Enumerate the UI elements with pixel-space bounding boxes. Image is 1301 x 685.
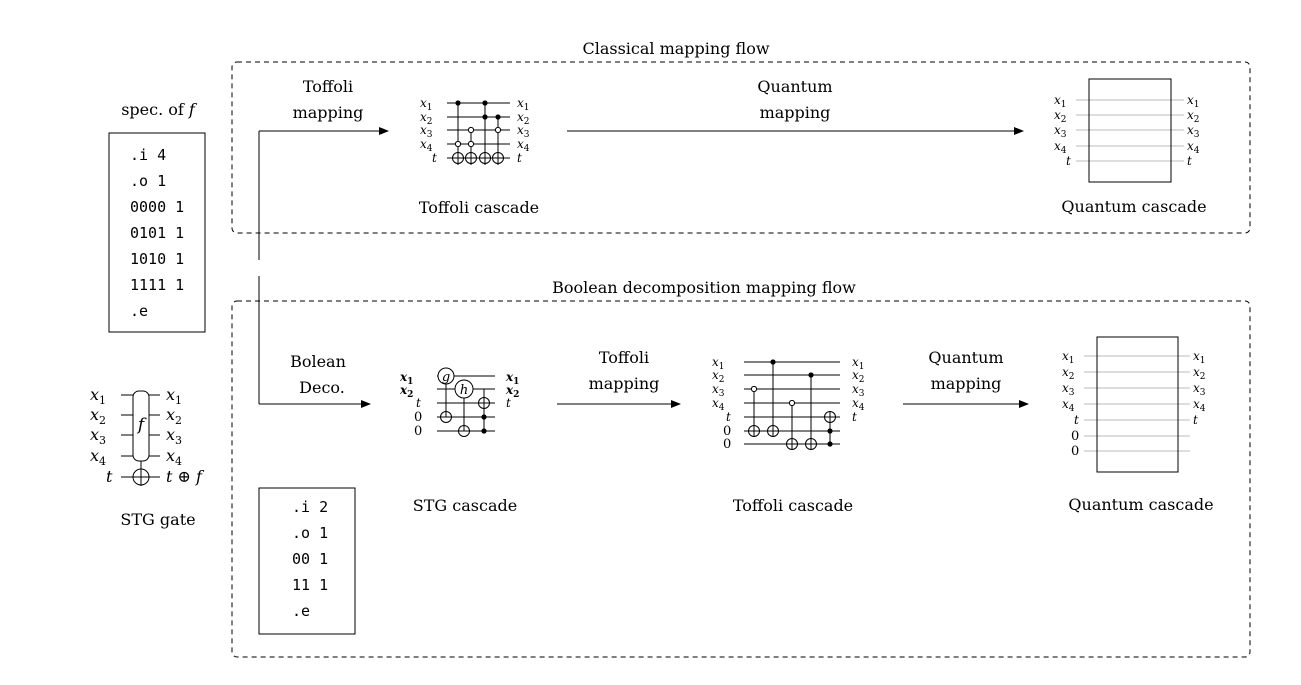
stg-gate-function-label: f: [136, 415, 147, 435]
stg-gate-output: t ⊕ f: [166, 467, 205, 486]
svg-text:t: t: [432, 151, 437, 165]
svg-text:x2: x2: [1062, 365, 1075, 382]
svg-text:x3: x3: [1187, 123, 1200, 140]
boolean-toffoli-caption: Toffoli cascade: [733, 496, 853, 515]
stg-gate-symbol: f x1 x2 x3 x4 t x1 x2 x3 x4 t ⊕ f: [90, 385, 205, 486]
stg-gate-input: x2: [90, 405, 106, 427]
stg-gate-input: t: [106, 467, 113, 486]
sub-spec-line: 11 1: [292, 576, 328, 594]
classical-step1-label: Toffoli: [303, 77, 353, 96]
svg-text:x3: x3: [1054, 123, 1067, 140]
svg-text:0: 0: [723, 424, 731, 439]
spec-line: 0000 1: [130, 198, 184, 216]
boolean-quantum-cascade: x1 x2 x3 x4 t 0 0 x1 x2 x3 x4 t: [1062, 336, 1206, 473]
svg-text:0: 0: [414, 410, 422, 425]
stg-gate-g: g: [442, 370, 450, 385]
svg-text:t: t: [1193, 413, 1198, 427]
stg-gate-caption: STG gate: [120, 510, 195, 529]
svg-text:t: t: [1074, 413, 1079, 427]
classical-quantum-caption: Quantum cascade: [1061, 197, 1206, 216]
spec-lines: .i 4 .o 1 0000 1 0101 1 1010 1 1111 1 .e: [130, 146, 184, 320]
svg-text:t: t: [726, 410, 731, 424]
boolean-stg-caption: STG cascade: [413, 496, 517, 515]
svg-text:x1: x1: [1193, 349, 1206, 366]
boolean-quantum-caption: Quantum cascade: [1068, 495, 1213, 514]
stg-gate-output: x4: [166, 446, 182, 468]
svg-text:t: t: [852, 410, 857, 424]
svg-text:t: t: [517, 151, 522, 165]
svg-text:0: 0: [414, 424, 422, 439]
svg-text:t: t: [1187, 154, 1192, 168]
svg-text:x1: x1: [1062, 349, 1075, 366]
stg-gate-output: x3: [166, 425, 182, 447]
svg-text:0: 0: [1071, 429, 1079, 444]
boolean-step2-label: Toffoli: [599, 348, 649, 367]
spec-line: 1111 1: [130, 276, 184, 294]
spec-line: .e: [130, 302, 148, 320]
stg-gate-output: x1: [166, 385, 182, 407]
boolean-step1-label: Deco.: [299, 378, 345, 397]
svg-text:0: 0: [1071, 444, 1079, 459]
boolean-flow-title: Boolean decomposition mapping flow: [552, 278, 856, 297]
boolean-stg-cascade: g h x1 x2 t 0 0 x1 x2 t: [399, 367, 519, 439]
classical-flow-frame: [231, 61, 1251, 234]
spec-line: 0101 1: [130, 224, 184, 242]
stg-gate-output: x2: [166, 405, 182, 427]
sub-spec-line: .e: [292, 602, 310, 620]
spec-box: [108, 132, 206, 333]
svg-text:x2: x2: [1193, 365, 1206, 382]
stg-gate-input: x3: [90, 425, 106, 447]
svg-text:t: t: [506, 396, 511, 410]
stg-gate-input: x4: [90, 446, 106, 468]
svg-text:x4: x4: [1062, 397, 1075, 414]
svg-text:t: t: [416, 396, 421, 410]
classical-toffoli-cascade: x1 x2 x3 x4 t x1 x2 x3 x4 t: [420, 96, 530, 165]
boolean-step1-label: Bolean: [290, 352, 346, 371]
svg-text:x3: x3: [1193, 381, 1206, 398]
boolean-step2-label: mapping: [589, 374, 660, 393]
boolean-toffoli-cascade: x1 x2 x3 x4 t 0 0 x1 x2 x3 x4 t: [712, 355, 865, 452]
spec-line: .o 1: [130, 172, 166, 190]
sub-spec-lines: .i 2 .o 1 00 1 11 1 .e: [292, 498, 328, 620]
stg-gate-h: h: [460, 383, 468, 398]
sub-spec-line: .o 1: [292, 524, 328, 542]
spec-title: spec. of f: [121, 100, 198, 119]
svg-text:x4: x4: [1193, 397, 1206, 414]
classical-step1-label: mapping: [293, 103, 364, 122]
sub-spec-box: [258, 487, 356, 635]
svg-text:0: 0: [723, 437, 731, 452]
boolean-step3-label: mapping: [931, 374, 1002, 393]
branch-connector: [258, 127, 389, 408]
svg-text:t: t: [1066, 154, 1071, 168]
boolean-flow-frame: [231, 300, 1251, 658]
classical-toffoli-caption: Toffoli cascade: [419, 198, 539, 217]
svg-text:x3: x3: [1062, 381, 1075, 398]
classical-step2-label: mapping: [760, 103, 831, 122]
spec-line: 1010 1: [130, 250, 184, 268]
classical-quantum-cascade: x1 x2 x3 x4 t x1 x2 x3 x4 t: [1054, 78, 1200, 183]
stg-gate-input: x1: [90, 385, 106, 407]
classical-flow-title: Classical mapping flow: [582, 39, 769, 58]
boolean-step3-label: Quantum: [928, 348, 1003, 367]
svg-text:x4: x4: [1054, 139, 1067, 156]
classical-step2-label: Quantum: [757, 77, 832, 96]
sub-spec-line: .i 2: [292, 498, 328, 516]
sub-spec-line: 00 1: [292, 550, 328, 568]
spec-line: .i 4: [130, 146, 166, 164]
